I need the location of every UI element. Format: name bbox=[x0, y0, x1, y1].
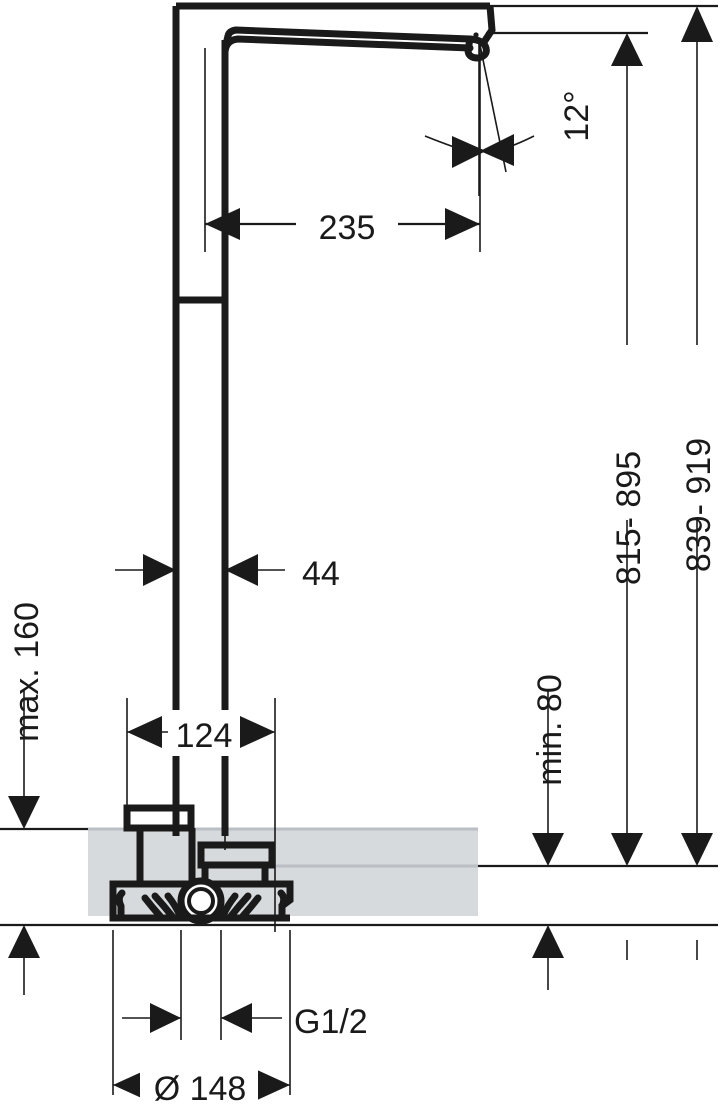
dimension-label-235: 235 bbox=[319, 209, 376, 247]
arrowhead-max160-down bbox=[8, 796, 40, 829]
gasket-right-rib-b bbox=[227, 892, 252, 920]
dimension-label-diameter-148: Ø 148 bbox=[154, 1070, 247, 1108]
faucet-body bbox=[172, 2, 496, 836]
arrowhead-g12-right bbox=[221, 1003, 252, 1033]
aerator-pin bbox=[473, 32, 479, 38]
dimension-label-12-degree: 12° bbox=[558, 90, 596, 141]
gasket-left-rib-c bbox=[164, 892, 184, 920]
gasket-right-rib-c bbox=[219, 892, 239, 920]
arrowhead-g12-left bbox=[150, 1003, 181, 1033]
gasket-left-wing bbox=[115, 889, 126, 918]
arrowhead-235-right bbox=[445, 208, 480, 240]
arrowhead-max160-up bbox=[8, 925, 40, 958]
valve-base-assembly bbox=[109, 804, 294, 925]
aerator-outlet bbox=[464, 35, 490, 62]
dimension-g12: G1/2 bbox=[122, 1003, 368, 1041]
arrowhead-148-left bbox=[113, 1069, 148, 1101]
dimension-diameter-148: Ø 148 bbox=[113, 1062, 290, 1108]
arrowhead-815-top bbox=[611, 33, 643, 66]
arrowhead-235-left bbox=[205, 208, 240, 240]
dimension-815-895: 815- 895 bbox=[610, 33, 648, 866]
arrowhead-angle-right bbox=[480, 134, 514, 166]
dimension-label-max-160: max. 160 bbox=[8, 602, 46, 742]
spout-base-plate bbox=[197, 841, 276, 869]
dimension-max-160: max. 160 bbox=[8, 602, 46, 958]
arrowhead-44-left bbox=[143, 554, 176, 586]
lever-handle-cap bbox=[123, 804, 195, 832]
dimension-label-124: 124 bbox=[176, 717, 233, 755]
arrowhead-839-top bbox=[681, 6, 713, 42]
dimension-label-839-919: 839- 919 bbox=[680, 438, 718, 572]
arrowhead-148-right bbox=[255, 1069, 290, 1101]
dimension-44: 44 bbox=[115, 554, 340, 593]
gasket-left-rib-a bbox=[141, 894, 164, 920]
gasket-right-rib-a bbox=[239, 894, 262, 920]
gasket-right-wing bbox=[277, 889, 288, 918]
dimension-label-44: 44 bbox=[302, 555, 340, 593]
dimension-min-80: min. 80 bbox=[531, 674, 569, 958]
dimension-839-919: 839- 919 bbox=[680, 6, 718, 866]
arrowhead-44-right bbox=[225, 554, 258, 586]
dimension-label-min-80: min. 80 bbox=[531, 674, 569, 786]
connection-ring-inner bbox=[187, 887, 215, 915]
dimension-label-g12: G1/2 bbox=[294, 1003, 368, 1041]
arrowhead-124-right bbox=[240, 716, 275, 748]
arrowhead-124-left bbox=[127, 716, 162, 748]
arrowhead-min80-down bbox=[532, 833, 564, 866]
arrowhead-815-bottom bbox=[611, 833, 643, 866]
dimension-12-degree: 12° bbox=[424, 39, 596, 196]
gasket-left-rib-b bbox=[151, 892, 176, 920]
arrowhead-angle-left bbox=[452, 136, 486, 168]
dimension-124: 124 bbox=[127, 710, 275, 756]
spout-tip-cap bbox=[481, 5, 496, 44]
arrowhead-839-bottom bbox=[681, 833, 713, 866]
extension-lines bbox=[0, 4, 718, 1095]
dimension-235: 235 bbox=[205, 200, 480, 248]
dimension-label-815-895: 815- 895 bbox=[610, 451, 648, 585]
spout-inner-top-line bbox=[223, 26, 474, 44]
arrowhead-min80-up bbox=[532, 925, 564, 958]
